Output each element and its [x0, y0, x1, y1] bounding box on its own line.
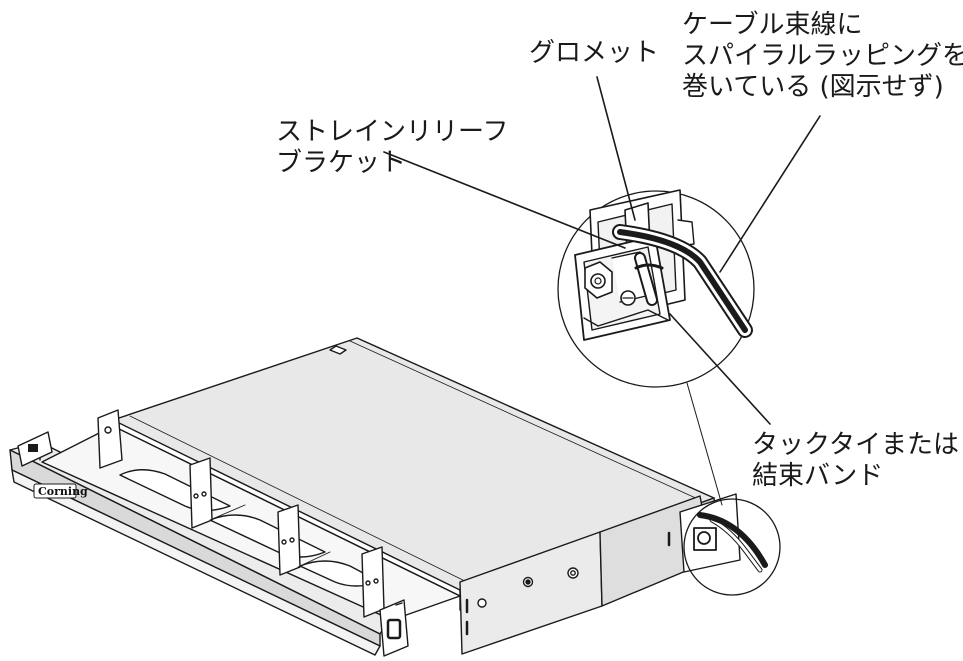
- label-cable-wrap: ケーブル束線に スパイラルラッピングを 巻いている (図示せず): [682, 10, 963, 103]
- label-cable-wrap-line-3: 巻いている (図示せず): [682, 72, 944, 102]
- label-cable-wrap-line-2: スパイラルラッピングを: [682, 41, 963, 71]
- cable-entry-detail: [679, 493, 768, 573]
- left-end-handle: [17, 431, 53, 467]
- leader-line-cable-wrap: [719, 115, 821, 273]
- detail-circle-small: [683, 498, 781, 596]
- brand-badge: Corning: [33, 483, 88, 499]
- right-end-handle: [379, 599, 409, 657]
- label-strain-relief-line-1: ストレインリリーフ: [276, 117, 509, 147]
- tie-wrap: [634, 263, 664, 270]
- cover-rear-tab: [329, 345, 347, 355]
- leader-line-tie-band: [669, 313, 771, 425]
- label-strain-relief-line-2: ブラケット: [276, 148, 407, 178]
- label-grommet: グロメット: [529, 38, 659, 69]
- label-tie-band-line-1: タックタイまたは: [752, 430, 959, 460]
- label-grommet-line-1: グロメット: [529, 38, 660, 68]
- magnify-guide-line: [686, 382, 723, 506]
- tray-divider: [189, 457, 213, 529]
- label-tie-band-line-2: 結束バンド: [752, 461, 884, 491]
- label-strain-relief: ストレインリリーフ ブラケット: [276, 117, 508, 179]
- leader-line-strain-relief: [383, 151, 626, 249]
- leader-line-grommet: [596, 76, 636, 221]
- tray-divider: [277, 504, 301, 576]
- brand-mark: Corning: [38, 485, 88, 498]
- left-rear-post: [97, 409, 123, 469]
- label-tie-band: タックタイまたは 結束バンド: [752, 430, 959, 492]
- tray-divider: [361, 546, 385, 618]
- label-cable-wrap-line-1: ケーブル束線に: [682, 10, 863, 40]
